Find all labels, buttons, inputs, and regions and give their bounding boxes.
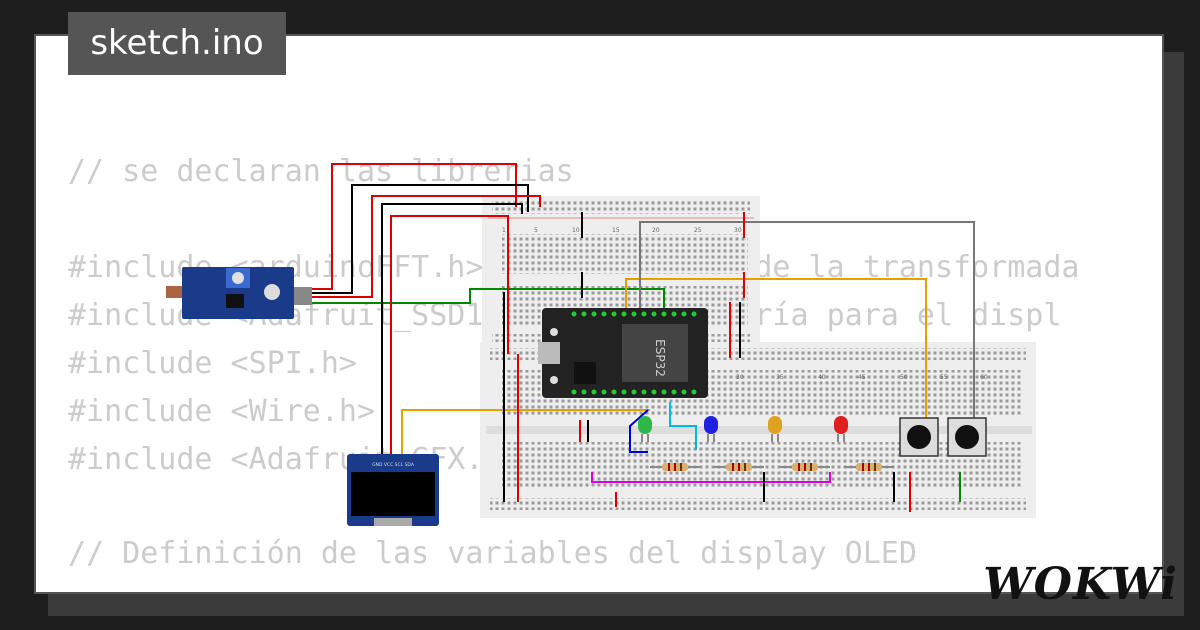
wokwi-logo: WOKWi xyxy=(983,559,1178,610)
code-line-6: #include <Wire.h> xyxy=(68,394,376,429)
bb-num-30: 30 xyxy=(734,227,742,234)
code-line-1: // se declaran las librerias xyxy=(68,154,574,189)
resistor-4 xyxy=(844,463,894,471)
oled-display: GND VCC SCL SDA xyxy=(347,454,439,526)
bb-num-15: 15 xyxy=(612,227,620,234)
sensor-module xyxy=(166,267,312,319)
resistor-1 xyxy=(650,463,700,471)
bb2-num-35: 35 xyxy=(776,374,784,381)
resistor-row xyxy=(650,463,894,471)
preview-card: // se declaran las librerias #include <a… xyxy=(34,34,1164,594)
led-blue xyxy=(704,416,718,442)
file-title-tag: sketch.ino xyxy=(68,12,286,75)
bb-num-25: 25 xyxy=(694,227,702,234)
led-red xyxy=(834,416,848,442)
bb2-num-40: 40 xyxy=(818,374,826,381)
led-row xyxy=(638,416,848,442)
bb-num-10: 10 xyxy=(572,227,580,234)
pushbutton-1 xyxy=(899,417,939,457)
bb2-num-60: 60 xyxy=(980,374,988,381)
esp32-label: ESP32 xyxy=(653,339,667,377)
resistor-3 xyxy=(780,463,830,471)
code-line-5: #include <SPI.h> xyxy=(68,346,357,381)
bb2-num-55: 55 xyxy=(940,374,948,381)
led-yellow xyxy=(768,416,782,442)
bb-num-1: 1 xyxy=(502,227,506,234)
wires xyxy=(310,163,975,512)
code-line-10: // Definición de las variables del displ… xyxy=(68,536,917,571)
oled-pin-label: GND VCC SCL SDA xyxy=(372,462,415,468)
bb2-num-45: 45 xyxy=(858,374,866,381)
breadboard-bottom xyxy=(480,342,1036,518)
bb-num-20: 20 xyxy=(652,227,660,234)
bb2-num-50: 50 xyxy=(900,374,908,381)
resistor-2 xyxy=(714,463,764,471)
bb2-num-30: 30 xyxy=(736,374,744,381)
circuit-diagram: 1 5 10 15 20 25 30 30 35 40 45 50 55 60 xyxy=(166,163,1036,526)
esp32-board: ESP32 xyxy=(538,308,708,398)
pushbutton-2 xyxy=(947,417,987,457)
bb-num-5: 5 xyxy=(534,227,538,234)
led-green xyxy=(638,416,652,442)
